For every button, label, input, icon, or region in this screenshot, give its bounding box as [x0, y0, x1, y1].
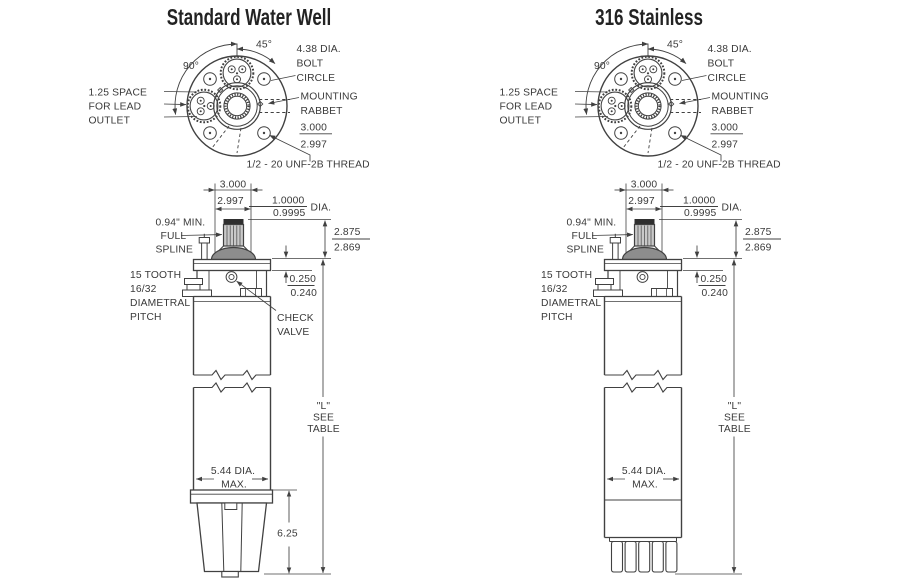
bolt-circle-label: CIRCLE	[297, 73, 336, 84]
bolt-circle-label: BOLT	[297, 59, 324, 70]
spline-pitch-note: 16/32	[541, 284, 568, 295]
motor-finned-base	[603, 489, 683, 573]
mounting-rabbet-label: RABBET	[712, 106, 755, 117]
shaft-dia-unit: DIA.	[722, 203, 743, 214]
spline-pitch-note: DIAMETRAL	[541, 298, 601, 309]
spline-note: FULL	[161, 231, 187, 242]
rabbet-dia-min: 2.997	[712, 140, 739, 151]
length-ref-label: TABLE	[307, 424, 340, 435]
length-ref-label: SEE	[313, 413, 334, 424]
diagram-316-stainless: 316 Stainless 45° 90° 4.38 DIA. BOLT CIR…	[411, 0, 869, 584]
shaft-height-min: 2.869	[334, 243, 361, 254]
lead-outlet-label: 1.25 SPACE	[500, 88, 559, 99]
angle-90-label: 90°	[594, 61, 610, 72]
rabbet-width-min: 2.997	[217, 196, 244, 207]
spline-pitch-note: 15 TOOTH	[541, 270, 592, 281]
316-stainless-drawing: 316 Stainless 45° 90° 4.38 DIA. BOLT CIR…	[500, 6, 869, 584]
rabbet-width-max: 3.000	[220, 180, 247, 191]
shaft-dia-max: 1.0000	[683, 196, 716, 207]
spline-note: SPLINE	[567, 245, 605, 256]
rabbet-dia-max: 3.000	[301, 123, 328, 134]
standard-water-well-drawing: Standard Water Well 45° 90° 4.38 DIA. BO…	[89, 6, 458, 584]
length-ref-label: SEE	[724, 413, 745, 424]
angle-45-label: 45°	[667, 40, 683, 51]
length-ref-label: "L"	[317, 401, 331, 412]
length-ref-label: TABLE	[718, 424, 751, 435]
body-dia-label: MAX.	[632, 480, 658, 491]
diagram-title: Standard Water Well	[167, 6, 331, 31]
rabbet-dia-max: 3.000	[712, 123, 739, 134]
shaft-dia-min: 0.9995	[684, 208, 717, 219]
body-dia-label: 5.44 DIA.	[622, 466, 666, 477]
length-ref-label: "L"	[728, 401, 742, 412]
lead-outlet-label: OUTLET	[89, 116, 131, 127]
shaft-height-max: 2.875	[334, 227, 361, 238]
mounting-rabbet-label: RABBET	[301, 106, 344, 117]
bolt-circle-label: 4.38 DIA.	[708, 44, 752, 55]
lead-outlet-label: 1.25 SPACE	[89, 88, 148, 99]
shaft-dia-max: 1.0000	[272, 196, 305, 207]
shaft-dia-unit: DIA.	[311, 203, 332, 214]
lead-outlet-label: FOR LEAD	[89, 102, 142, 113]
diagram-title: 316 Stainless	[595, 6, 703, 31]
spline-note: SPLINE	[156, 245, 194, 256]
flange-step-max: 0.250	[290, 274, 317, 285]
check-valve-label: VALVE	[277, 327, 309, 338]
base-height-dim: 6.25	[277, 529, 298, 540]
shaft-height-min: 2.869	[745, 243, 772, 254]
check-valve-label: CHECK	[277, 313, 314, 324]
rabbet-width-min: 2.997	[628, 196, 655, 207]
rabbet-dia-min: 2.997	[301, 140, 328, 151]
flange-step-min: 0.240	[702, 288, 729, 299]
lead-outlet-label: FOR LEAD	[500, 102, 553, 113]
mounting-rabbet-label: MOUNTING	[712, 92, 769, 103]
bolt-circle-label: 4.38 DIA.	[297, 44, 341, 55]
spline-pitch-note: PITCH	[541, 312, 573, 323]
spline-pitch-note: 16/32	[130, 284, 157, 295]
shaft-dia-min: 0.9995	[273, 208, 306, 219]
angle-45-label: 45°	[256, 40, 272, 51]
spline-note: FULL	[572, 231, 598, 242]
rabbet-width-max: 3.000	[631, 180, 658, 191]
spline-note: 0.94" MIN.	[156, 218, 206, 229]
spline-pitch-note: 15 TOOTH	[130, 270, 181, 281]
shaft-height-max: 2.875	[745, 227, 772, 238]
mounting-rabbet-label: MOUNTING	[301, 92, 358, 103]
spline-note: 0.94" MIN.	[567, 218, 617, 229]
bolt-circle-label: CIRCLE	[708, 73, 747, 84]
flange-step-max: 0.250	[701, 274, 728, 285]
thread-note: 1/2 - 20 UNF-2B THREAD	[247, 160, 370, 171]
spline-pitch-note: PITCH	[130, 312, 162, 323]
angle-90-label: 90°	[183, 61, 199, 72]
body-dia-label: 5.44 DIA.	[211, 466, 255, 477]
lead-outlet-label: OUTLET	[500, 116, 542, 127]
flange-step-min: 0.240	[291, 288, 318, 299]
body-dia-label: MAX.	[221, 480, 247, 491]
bolt-circle-label: BOLT	[708, 59, 735, 70]
thread-note: 1/2 - 20 UNF-2B THREAD	[658, 160, 781, 171]
diagram-standard-water-well: Standard Water Well 45° 90° 4.38 DIA. BO…	[89, 6, 458, 584]
spline-pitch-note: DIAMETRAL	[130, 298, 190, 309]
